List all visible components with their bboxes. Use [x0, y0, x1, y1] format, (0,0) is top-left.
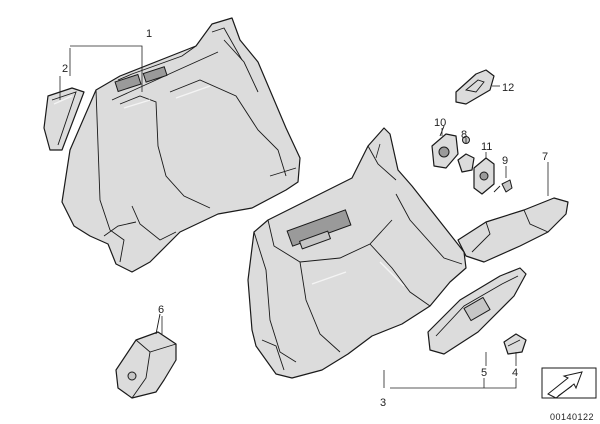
label-9: 9 [502, 155, 508, 167]
leader-lines [59, 45, 549, 389]
label-6: 6 [158, 304, 164, 316]
label-1: 1 [146, 28, 152, 40]
part-12-cap[interactable] [455, 69, 495, 105]
label-2: 2 [62, 63, 68, 75]
diagram-id: 00140122 [549, 412, 594, 422]
label-3: 3 [380, 397, 386, 409]
part-5-cover-panel[interactable] [427, 267, 527, 355]
label-8: 8 [461, 129, 467, 141]
part-1-left-trim[interactable] [61, 17, 301, 273]
label-11: 11 [481, 141, 492, 153]
part-4-clip[interactable] [503, 333, 527, 355]
label-5: 5 [481, 367, 487, 379]
label-12: 12 [502, 82, 514, 94]
label-4: 4 [512, 367, 518, 379]
part-6-bracket[interactable] [115, 313, 177, 399]
part-3-right-trim[interactable] [247, 127, 467, 379]
part-10-bracket[interactable] [431, 125, 459, 169]
part-9-screw[interactable] [493, 179, 513, 193]
callout-labels: 1 2 12 10 8 11 9 7 6 5 4 3 [62, 28, 548, 409]
label-7: 7 [542, 151, 548, 163]
arrow-icon [541, 367, 597, 399]
part-7-strip[interactable] [457, 197, 569, 263]
part-11-latch[interactable] [473, 157, 495, 195]
label-10: 10 [434, 117, 446, 129]
